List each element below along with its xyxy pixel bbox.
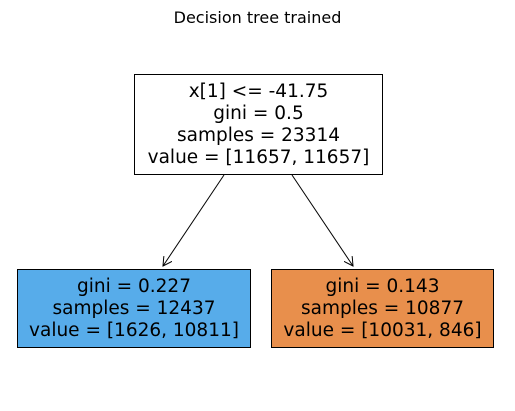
right-samples-label: samples = 10877: [300, 297, 464, 319]
left-samples-label: samples = 12437: [52, 297, 216, 319]
right-leaf-node: gini = 0.143 samples = 10877 value = [10…: [271, 269, 494, 348]
right-value-label: value = [10031, 846]: [283, 319, 482, 341]
root-node: x[1] <= -41.75 gini = 0.5 samples = 2331…: [134, 74, 383, 175]
root-split-label: x[1] <= -41.75: [188, 80, 329, 102]
chart-title: Decision tree trained: [173, 8, 342, 27]
edge-root-to-right: [291, 174, 353, 266]
root-gini-label: gini = 0.5: [213, 102, 304, 124]
edge-root-to-left: [163, 174, 225, 266]
right-gini-label: gini = 0.143: [325, 275, 440, 297]
root-value-label: value = [11657, 11657]: [147, 146, 370, 168]
root-samples-label: samples = 23314: [176, 124, 340, 146]
left-leaf-node: gini = 0.227 samples = 12437 value = [16…: [17, 269, 251, 348]
left-gini-label: gini = 0.227: [77, 275, 191, 297]
left-value-label: value = [1626, 10811]: [29, 319, 239, 341]
